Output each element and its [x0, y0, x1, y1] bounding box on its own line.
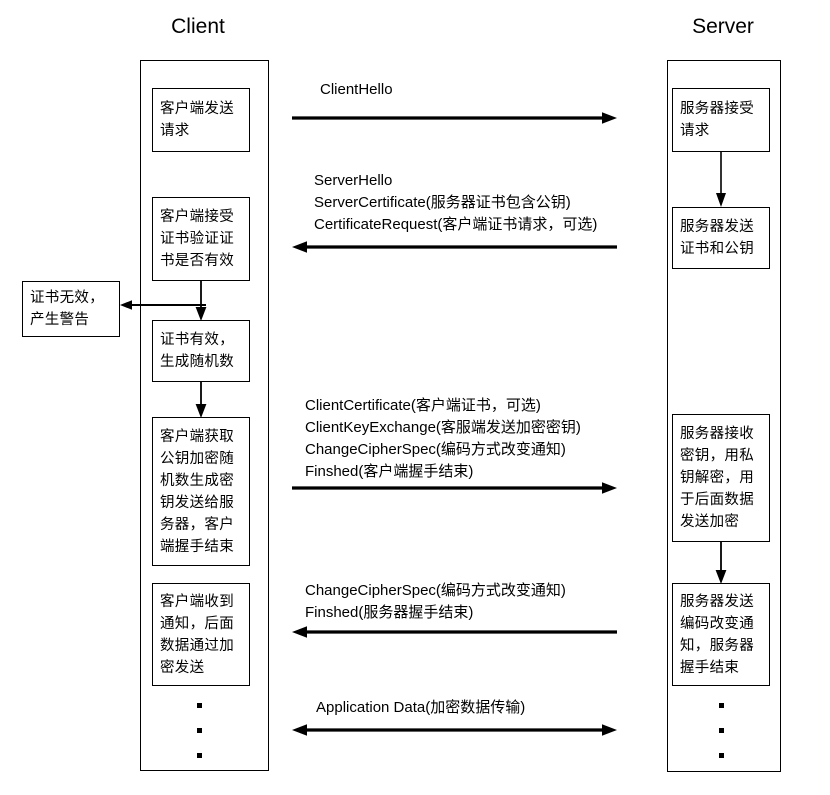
client-step-encrypt-key: 客户端获取 公钥加密随 机数生成密 钥发送给服 务器，客户 端握手结束 [152, 417, 250, 566]
dot-icon [718, 753, 724, 758]
client-step-verify-cert-label: 客户端接受 证书验证证 书是否有效 [160, 209, 234, 269]
server-step-send-changecipher-label: 服务器发送 编码改变通 知，服务器 握手结束 [680, 593, 754, 676]
client-step-receive-notice: 客户端收到 通知，后面 数据通过加 密发送 [152, 583, 250, 686]
message-client-key-label: ClientCertificate(客户端证书，可选) ClientKeyExc… [305, 397, 581, 480]
server-step-send-cert: 服务器发送 证书和公钥 [672, 207, 770, 269]
dot-icon [718, 703, 724, 708]
branch-cert-invalid-box: 证书无效， 产生警告 [22, 281, 120, 337]
client-step-send-request-label: 客户端发送 请求 [160, 101, 234, 139]
branch-arrow-to-invalid [118, 296, 208, 314]
server-connector-accept-to-send [713, 152, 729, 208]
client-step-send-request: 客户端发送 请求 [152, 88, 250, 152]
server-connector-receive-to-send [713, 542, 729, 585]
dot-icon [196, 753, 202, 758]
message-server-changecipher-label: ChangeCipherSpec(编码方式改变通知) Finshed(服务器握手… [305, 582, 566, 621]
message-client-key-arrow [292, 481, 617, 495]
server-step-accept-request-label: 服务器接受 请求 [680, 101, 754, 139]
message-server-hello-label: ServerHello ServerCertificate(服务器证书包含公钥)… [314, 172, 598, 233]
server-step-receive-key: 服务器接收 密钥，用私 钥解密，用 于后面数据 发送加密 [672, 414, 770, 542]
server-step-send-changecipher: 服务器发送 编码改变通 知，服务器 握手结束 [672, 583, 770, 686]
dot-icon [718, 728, 724, 733]
branch-cert-invalid-label: 证书无效， 产生警告 [30, 290, 104, 328]
server-step-accept-request: 服务器接受 请求 [672, 88, 770, 152]
server-ellipsis-dots [718, 703, 724, 758]
message-server-changecipher-arrow [292, 625, 617, 639]
client-step-encrypt-key-label: 客户端获取 公钥加密随 机数生成密 钥发送给服 务器，客户 端握手结束 [160, 428, 234, 555]
client-step-receive-notice-label: 客户端收到 通知，后面 数据通过加 密发送 [160, 593, 234, 676]
server-step-send-cert-label: 服务器发送 证书和公钥 [680, 219, 754, 257]
client-step-verify-cert: 客户端接受 证书验证证 书是否有效 [152, 197, 250, 281]
message-server-hello-arrow [292, 240, 617, 254]
client-connector-valid-to-encrypt [193, 382, 209, 419]
dot-icon [196, 703, 202, 708]
client-step-cert-valid: 证书有效， 生成随机数 [152, 320, 250, 382]
message-application-data-arrow [292, 723, 617, 737]
client-connector-verify-to-valid [193, 281, 209, 323]
client-step-cert-valid-label: 证书有效， 生成随机数 [160, 332, 234, 370]
server-step-receive-key-label: 服务器接收 密钥，用私 钥解密，用 于后面数据 发送加密 [680, 426, 754, 530]
dot-icon [196, 728, 202, 733]
server-title: Server [692, 15, 754, 38]
message-client-hello-arrow [292, 111, 617, 125]
message-application-data-label: Application Data(加密数据传输) [316, 699, 526, 716]
client-ellipsis-dots [196, 703, 202, 758]
client-title: Client [171, 15, 225, 38]
message-client-hello-label: ClientHello [320, 81, 393, 98]
